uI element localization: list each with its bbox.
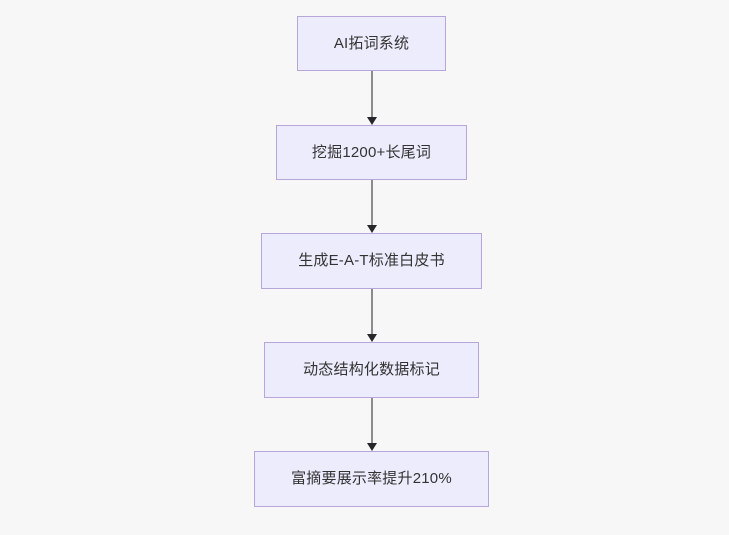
connector-line [371, 289, 374, 334]
flow-node-label: 挖掘1200+长尾词 [311, 143, 432, 161]
flow-connector-n2-n3 [367, 180, 378, 233]
flow-node-label: 动态结构化数据标记 [303, 361, 440, 378]
flow-node-mine-longtail-keywords[interactable]: 挖掘1200+长尾词 [276, 125, 467, 180]
arrow-down-icon [367, 334, 378, 342]
flow-connector-n3-n4 [367, 289, 378, 342]
connector-line [371, 71, 374, 117]
flow-node-dynamic-structured-data-markup[interactable]: 动态结构化数据标记 [264, 342, 479, 398]
flow-node-label: 生成E-A-T标准白皮书 [298, 252, 445, 269]
flow-node-rich-snippet-rate-increase[interactable]: 富摘要展示率提升210% [254, 451, 489, 507]
flow-connector-n4-n5 [367, 398, 378, 451]
flow-node-label: 富摘要展示率提升210% [291, 470, 452, 487]
connector-line [371, 398, 374, 443]
connector-line [371, 180, 374, 225]
flow-node-generate-eat-whitepaper[interactable]: 生成E-A-T标准白皮书 [261, 233, 482, 289]
arrow-down-icon [367, 443, 378, 451]
arrow-down-icon [367, 117, 378, 125]
flow-node-label: AI拓词系统 [333, 34, 410, 52]
flow-connector-n1-n2 [367, 71, 378, 125]
flow-node-ai-keyword-system[interactable]: AI拓词系统 [297, 16, 446, 71]
arrow-down-icon [367, 225, 378, 233]
